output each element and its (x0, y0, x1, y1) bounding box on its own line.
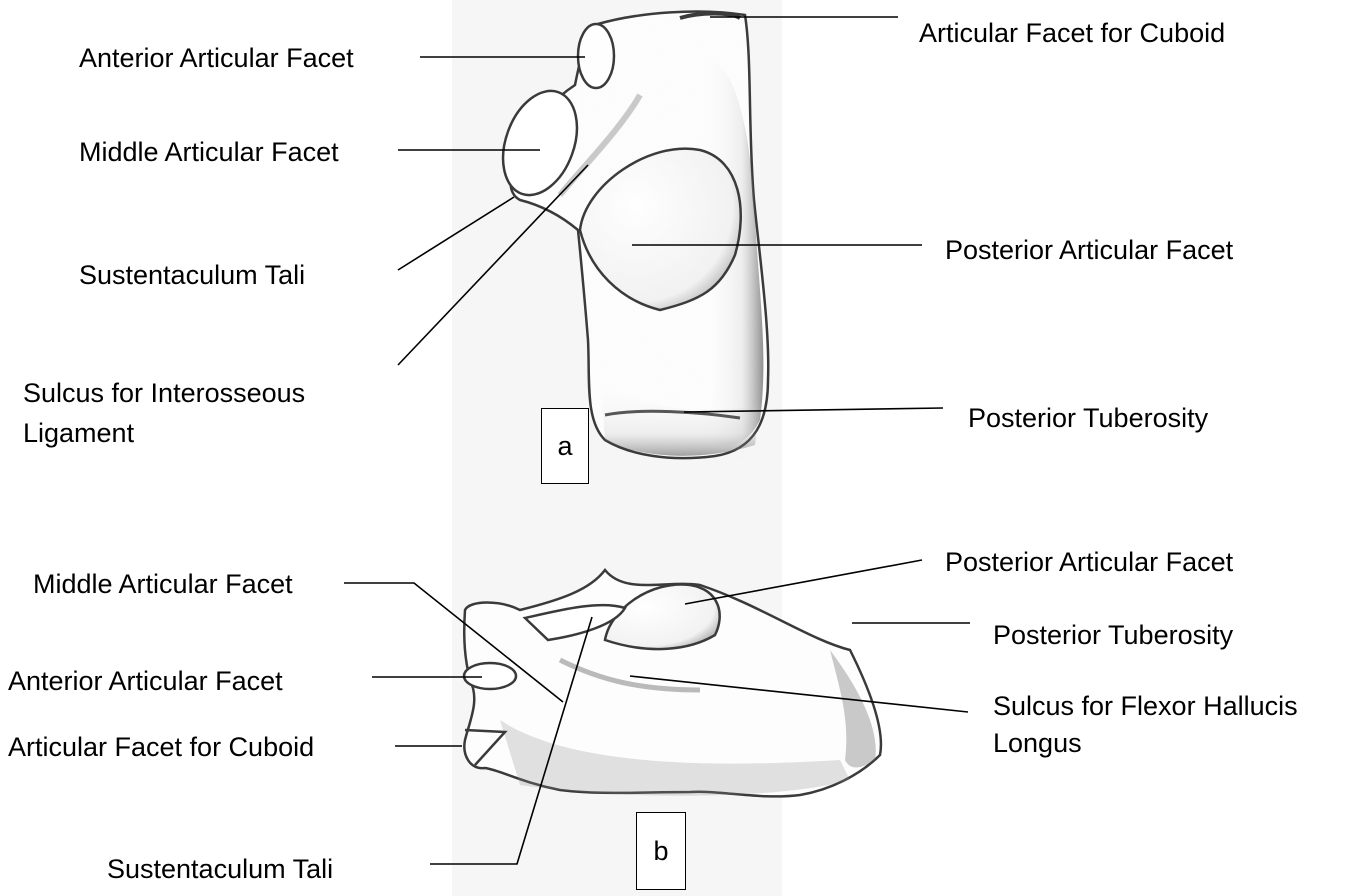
label-b-anterior-articular-facet: Anterior Articular Facet (8, 663, 283, 699)
label-b-sulcus-flexor-line2: Longus (993, 725, 1082, 761)
label-a-middle-articular-facet: Middle Articular Facet (79, 134, 339, 170)
label-b-articular-facet-cuboid: Articular Facet for Cuboid (8, 729, 314, 765)
label-a-posterior-articular-facet: Posterior Articular Facet (945, 232, 1233, 268)
label-b-sulcus-flexor-line1: Sulcus for Flexor Hallucis (993, 688, 1298, 724)
label-a-sulcus-interosseous-line1: Sulcus for Interosseous (23, 375, 305, 411)
label-a-sustentaculum-tali: Sustentaculum Tali (79, 257, 305, 293)
panel-label-b: b (636, 812, 686, 890)
panel-label-a: a (541, 408, 589, 484)
label-b-posterior-tuberosity: Posterior Tuberosity (993, 617, 1233, 653)
anterior-facet-b (464, 663, 516, 689)
label-a-sulcus-interosseous-line2: Ligament (23, 415, 134, 451)
label-a-articular-facet-cuboid: Articular Facet for Cuboid (919, 15, 1225, 51)
label-a-anterior-articular-facet: Anterior Articular Facet (79, 40, 354, 76)
label-b-posterior-articular-facet: Posterior Articular Facet (945, 544, 1233, 580)
label-b-sustentaculum-tali: Sustentaculum Tali (107, 851, 333, 887)
label-b-middle-articular-facet: Middle Articular Facet (33, 566, 293, 602)
label-a-posterior-tuberosity: Posterior Tuberosity (968, 400, 1208, 436)
